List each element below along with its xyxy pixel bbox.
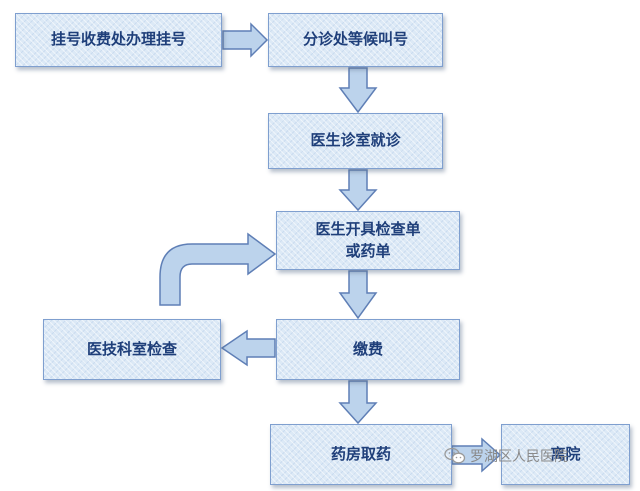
step-orders-label-line1: 医生开具检查单 [315, 219, 421, 238]
step-consultation-label: 医生诊室就诊 [310, 131, 401, 150]
arrow-pharmacy-to-exit [451, 437, 502, 473]
arrow-orders-to-payment [338, 270, 378, 320]
arrow-payment-to-examination [220, 329, 276, 367]
step-consultation-box: 医生诊室就诊 [268, 113, 443, 169]
step-orders-box: 医生开具检查单 或药单 [276, 211, 460, 270]
step-orders-label-line2: 或药单 [345, 241, 391, 260]
arrow-consultation-to-orders [338, 169, 378, 212]
arrow-examination-back-to-orders [159, 232, 277, 306]
step-registration-box: 挂号收费处办理挂号 [15, 13, 222, 67]
arrow-triage-to-consultation [338, 67, 378, 114]
step-examination-label: 医技科室检查 [86, 339, 177, 358]
step-exit-label: 离院 [550, 444, 581, 463]
step-payment-label: 缴费 [352, 339, 383, 358]
step-pharmacy-box: 药房取药 [270, 424, 452, 485]
step-registration-label: 挂号收费处办理挂号 [50, 30, 186, 49]
arrow-payment-to-pharmacy [338, 380, 378, 425]
step-exit-box: 离院 [501, 424, 630, 485]
step-triage-label: 分诊处等候叫号 [302, 30, 408, 49]
step-payment-box: 缴费 [276, 319, 460, 380]
step-pharmacy-label: 药房取药 [330, 444, 391, 463]
watermark: 罗湖区人民医院 [444, 446, 568, 466]
wechat-icon [444, 447, 466, 464]
step-examination-box: 医技科室检查 [43, 319, 221, 380]
step-triage-box: 分诊处等候叫号 [268, 13, 443, 67]
arrow-registration-to-triage [222, 22, 269, 58]
watermark-text: 罗湖区人民医院 [470, 449, 568, 465]
